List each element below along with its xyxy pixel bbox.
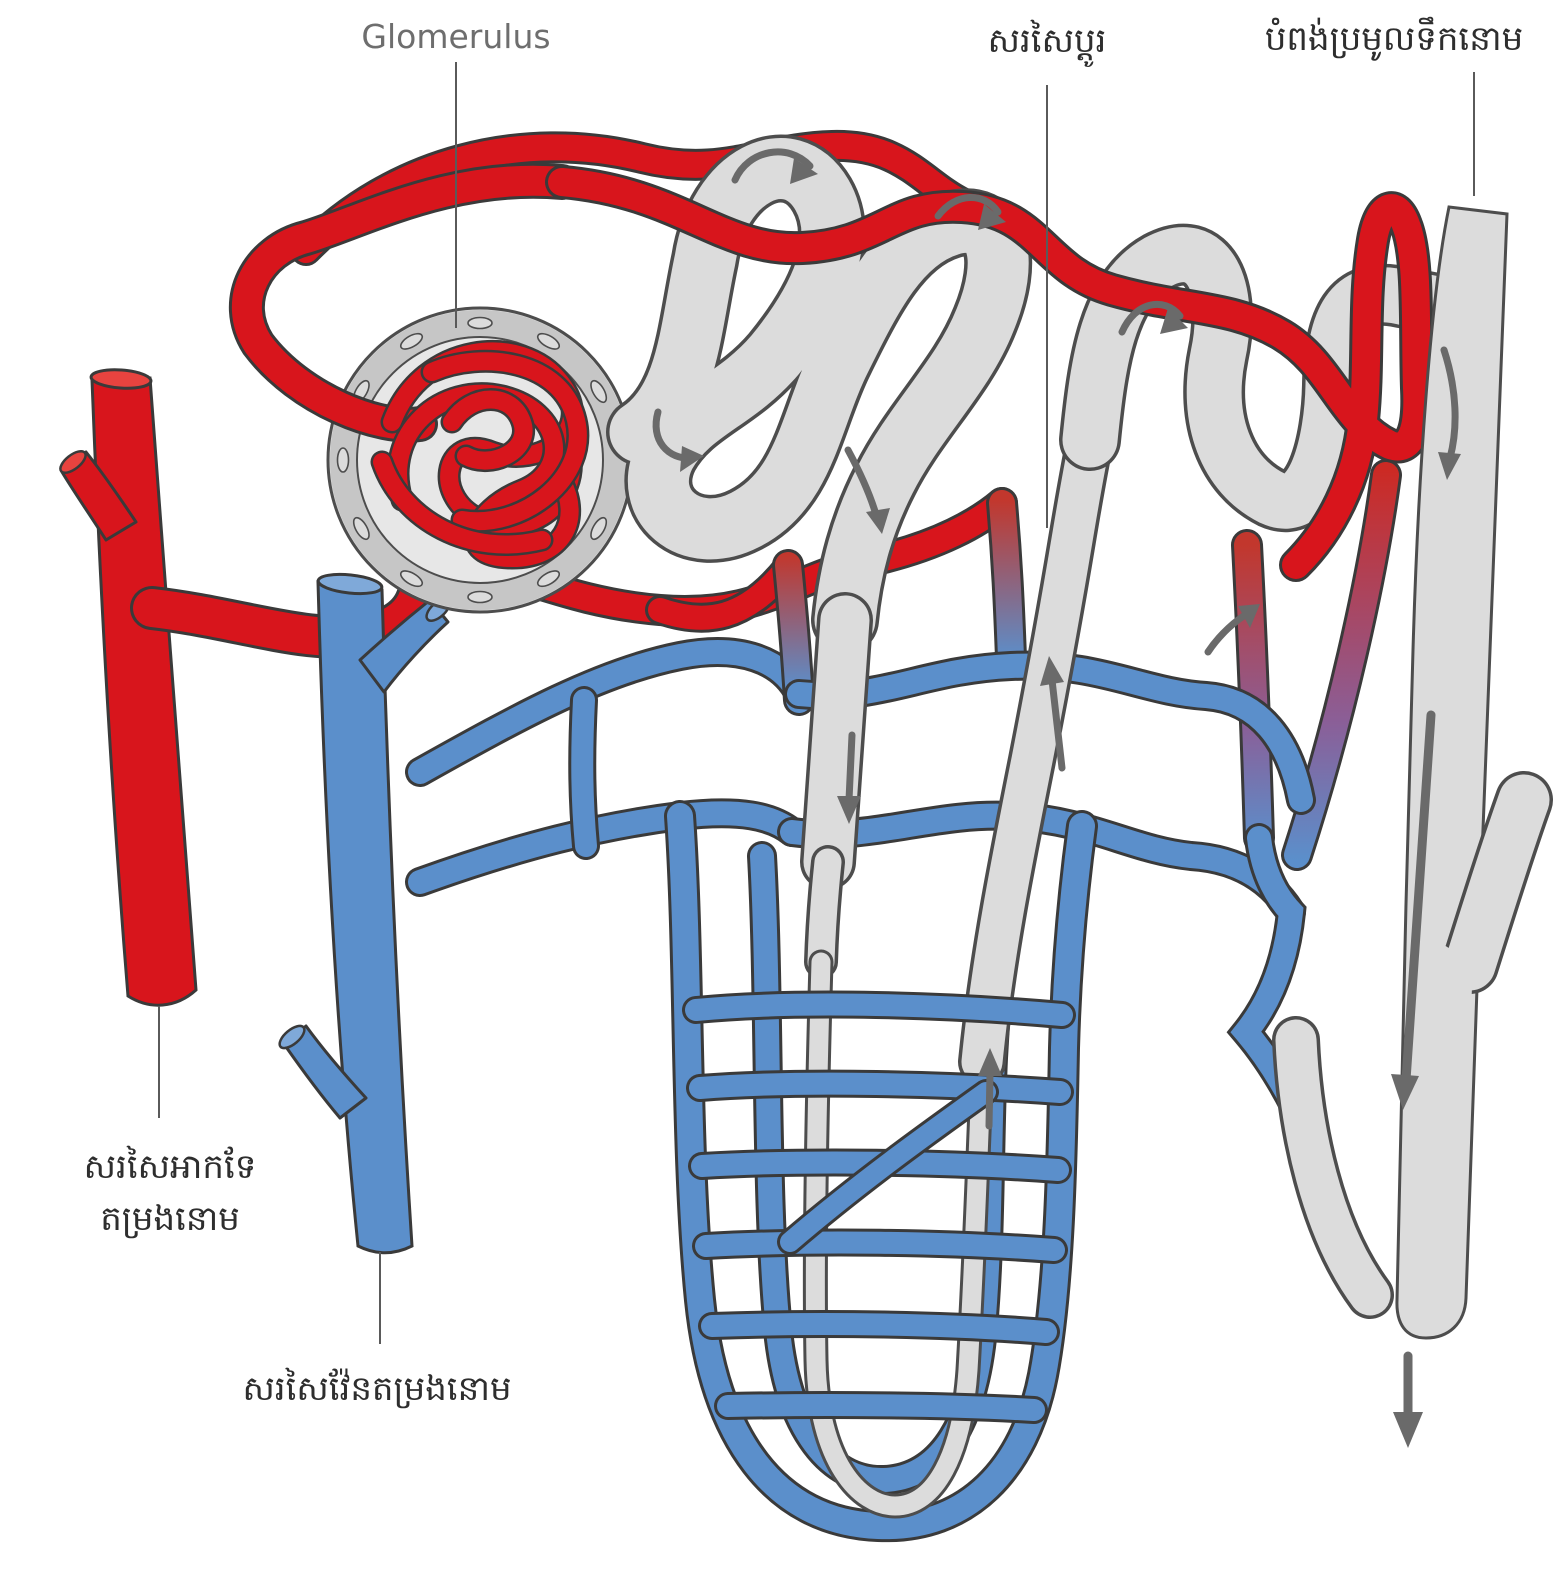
gradient-vessel-2 — [1002, 503, 1011, 658]
label-exchange-vessel: សរសៃប្ដូរ — [988, 19, 1107, 67]
label-renal-vein: សរសៃវ៉ែនតម្រងនោម — [242, 1367, 511, 1409]
arrow-distal-loop-2 — [1204, 604, 1260, 656]
arrow-collecting-duct-top — [1438, 346, 1461, 480]
arrow-proximal-loop-1 — [731, 148, 818, 184]
arrow-descending-start — [844, 446, 890, 534]
arrow-descending-limb — [837, 731, 861, 824]
arrow-proximal-loop-3 — [652, 408, 704, 472]
labels: Glomerulus សរសៃប្ដូរ បំពង់ប្រមូលទឹកនោម ស… — [84, 16, 1523, 1409]
renal-vein — [278, 572, 799, 1255]
duct-join-patch-2 — [1402, 1180, 1462, 1320]
renal-artery — [59, 368, 436, 1007]
arrow-collecting-duct-main — [1391, 710, 1436, 1110]
label-renal-artery-line2: តម្រងនោម — [100, 1199, 240, 1239]
arrow-proximal-loop-2 — [934, 194, 1006, 230]
label-collecting-duct: បំពង់ប្រមូលទឹកនោម — [1265, 16, 1523, 61]
arrow-urine-outflow — [1393, 1351, 1423, 1448]
label-renal-artery-line1: សរសៃអាកទែ — [84, 1145, 257, 1187]
leader-lines — [158, 62, 1475, 1344]
arrow-ascending-limb-lower — [978, 1048, 1002, 1130]
flow-arrows — [652, 148, 1461, 1448]
label-glomerulus: Glomerulus — [361, 17, 550, 56]
arrow-distal-loop-1 — [1118, 300, 1188, 336]
collecting-duct — [1296, 205, 1524, 1340]
duct-join-patch — [1412, 940, 1472, 1120]
duct-branch-left — [1296, 1040, 1370, 1295]
arrow-ascending-limb-mid — [1040, 656, 1066, 772]
gradient-vessel-3 — [1247, 545, 1259, 838]
